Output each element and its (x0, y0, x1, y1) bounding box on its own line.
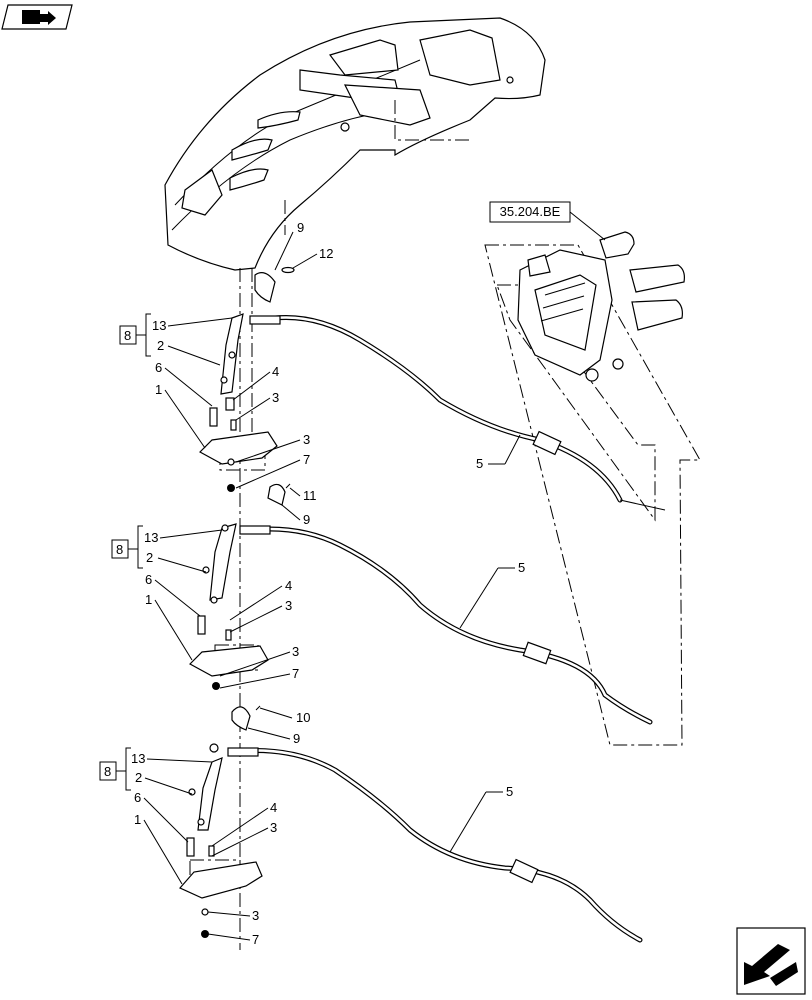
lever-group-1: 9 12 8 13 2 6 1 4 3 3 7 11 9 5 (119, 220, 666, 527)
label-11: 11 (303, 488, 317, 503)
label-1: 1 (145, 592, 152, 607)
label-1: 1 (134, 812, 141, 827)
label-9: 9 (293, 731, 300, 746)
label-7: 7 (303, 452, 310, 467)
label-13: 13 (131, 751, 145, 766)
label-7: 7 (292, 666, 299, 681)
label-13: 13 (152, 318, 166, 333)
bracket-8: 8 (116, 542, 123, 557)
console-housing (164, 17, 546, 271)
label-13: 13 (144, 530, 158, 545)
label-5: 5 (506, 784, 513, 799)
label-6: 6 (155, 360, 162, 375)
next-page-arrow-icon[interactable] (736, 927, 806, 995)
reference-box[interactable]: 35.204.BE (489, 201, 606, 241)
label-4: 4 (270, 800, 277, 815)
lever-group-2: 8 13 2 6 1 4 3 3 7 10 9 5 (111, 523, 653, 746)
label-5: 5 (476, 456, 483, 471)
label-9-bottom: 9 (303, 512, 310, 527)
label-6: 6 (134, 790, 141, 805)
label-5: 5 (518, 560, 525, 575)
label-3b: 3 (252, 908, 259, 923)
label-3b: 3 (303, 432, 310, 447)
label-10: 10 (296, 710, 310, 725)
label-9-top: 9 (297, 220, 304, 235)
reference-label: 35.204.BE (500, 204, 561, 219)
lever-group-3: 8 13 2 6 1 4 3 3 7 5 (99, 743, 643, 947)
label-3a: 3 (270, 820, 277, 835)
control-valve-block (484, 231, 701, 746)
label-2: 2 (157, 338, 164, 353)
label-3a: 3 (272, 390, 279, 405)
label-1: 1 (155, 382, 162, 397)
label-12: 12 (319, 246, 333, 261)
book-arrow-icon[interactable] (1, 4, 73, 30)
label-3b: 3 (292, 644, 299, 659)
label-3a: 3 (285, 598, 292, 613)
label-6: 6 (145, 572, 152, 587)
label-2: 2 (135, 770, 142, 785)
label-4: 4 (285, 578, 292, 593)
label-2: 2 (146, 550, 153, 565)
label-4: 4 (272, 364, 279, 379)
bracket-8: 8 (104, 764, 111, 779)
bracket-8: 8 (124, 328, 131, 343)
label-7: 7 (252, 932, 259, 947)
